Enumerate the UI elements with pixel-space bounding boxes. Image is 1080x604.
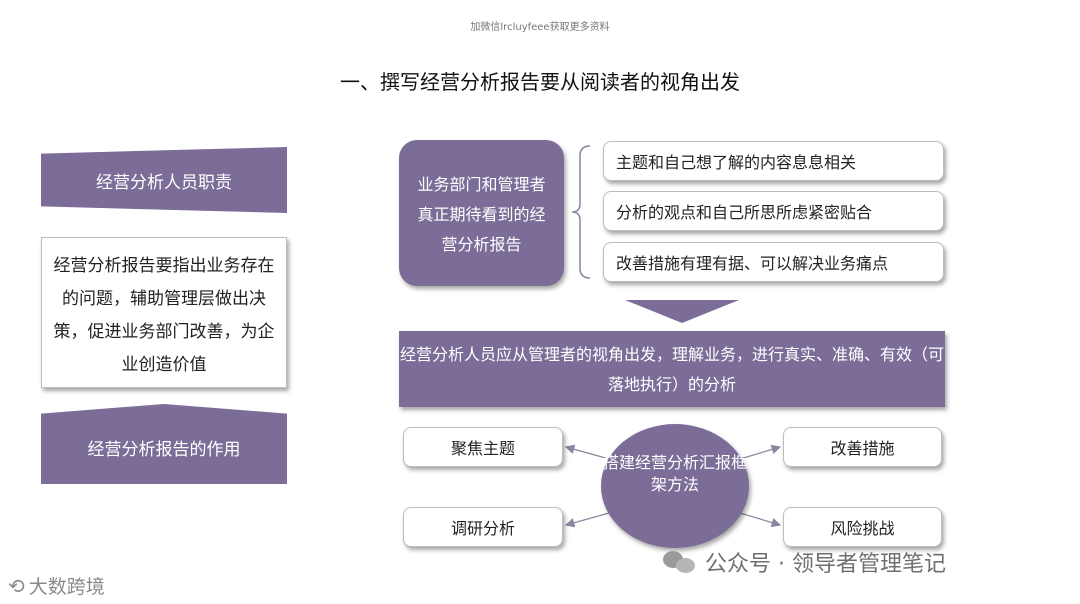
reader-expectation-box: 业务部门和管理者真正期待看到的经营分析报告 xyxy=(399,140,564,286)
logo-text: 大数跨境 xyxy=(28,576,105,598)
role-banner: 经营分析人员职责 xyxy=(41,147,287,213)
logo-icon: ⟲ xyxy=(8,573,25,598)
effect-banner: 经营分析报告的作用 xyxy=(41,404,287,484)
expectation-item: 分析的观点和自己所思所虑紧密贴合 xyxy=(603,191,944,231)
watermark: 公众号 · 领导者管理笔记 xyxy=(663,546,946,578)
expectation-item: 改善措施有理有据、可以解决业务痛点 xyxy=(603,242,944,282)
summary-banner: 经营分析人员应从管理者的视角出发，理解业务，进行真实、准确、有效（可落地执行）的… xyxy=(399,331,945,407)
top-note: 加微信lrcluyfeee获取更多资料 xyxy=(470,22,610,33)
brand-logo: ⟲ 大数跨境 xyxy=(8,572,105,599)
page-title: 一、撰写经营分析报告要从阅读者的视角出发 xyxy=(340,70,740,94)
spoke-research-analysis: 调研分析 xyxy=(403,507,563,547)
watermark-text: 公众号 · 领导者管理笔记 xyxy=(705,552,946,577)
wechat-icon xyxy=(663,549,697,575)
bracket xyxy=(571,145,591,279)
spoke-focus-topic: 聚焦主题 xyxy=(403,427,563,467)
spoke-improvement-measures: 改善措施 xyxy=(783,427,942,467)
spoke-risk-challenges: 风险挑战 xyxy=(783,507,942,547)
expectation-item: 主题和自己想了解的内容息息相关 xyxy=(603,141,944,181)
framework-hub: 搭建经营分析汇报框架方法 xyxy=(601,424,749,548)
role-description: 经营分析报告要指出业务存在的问题，辅助管理层做出决策，促进业务部门改善，为企业创… xyxy=(41,237,287,388)
